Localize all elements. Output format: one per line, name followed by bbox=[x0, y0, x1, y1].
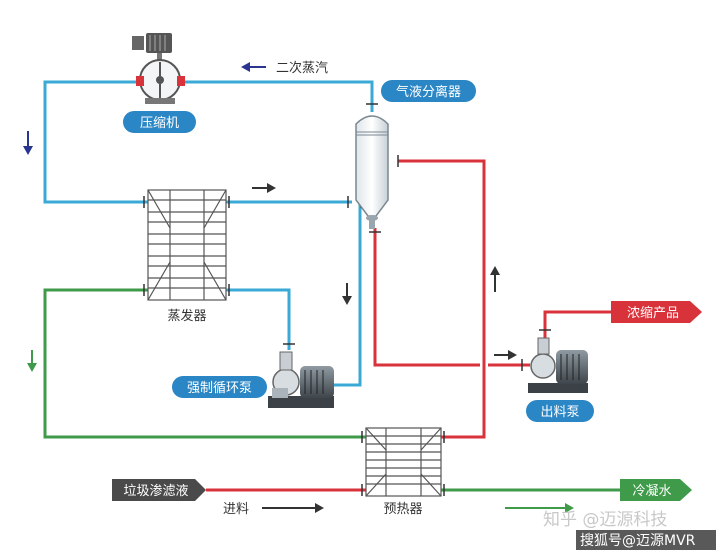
leachate-label: 垃圾渗滤液 bbox=[123, 484, 188, 499]
evaporator[interactable] bbox=[147, 189, 227, 301]
separator-label-pill: 气液分离器 bbox=[381, 80, 476, 102]
compressor-label-pill: 压缩机 bbox=[123, 111, 196, 133]
compressor[interactable] bbox=[132, 33, 185, 104]
gas-liquid-separator[interactable] bbox=[355, 115, 389, 229]
condensate-tag: 冷凝水 bbox=[620, 479, 692, 501]
discharge-pump[interactable] bbox=[528, 337, 588, 393]
feed-label: 进料 bbox=[223, 502, 249, 517]
circulation-pump[interactable] bbox=[268, 351, 334, 408]
separator-label: 气液分离器 bbox=[396, 84, 461, 100]
preheater-label: 预热器 bbox=[383, 502, 422, 517]
condensate-pipes bbox=[43, 288, 620, 492]
discharge-pump-label: 出料泵 bbox=[540, 405, 579, 420]
evaporator-label: 蒸发器 bbox=[167, 308, 206, 324]
watermark-top: 知乎 @迈源科技 bbox=[543, 510, 667, 530]
steam-pipes bbox=[43, 80, 374, 387]
concentrate-product-label: 浓缩产品 bbox=[627, 305, 679, 321]
hot-pipes bbox=[206, 159, 611, 492]
circulation-pump-label-pill: 强制循环泵 bbox=[172, 376, 267, 398]
secondary-steam-label: 二次蒸汽 bbox=[276, 60, 328, 76]
watermark-bottom: 搜狐号@迈源MVR bbox=[580, 533, 696, 549]
circulation-pump-label: 强制循环泵 bbox=[187, 381, 252, 396]
leachate-tag: 垃圾渗滤液 bbox=[112, 479, 206, 501]
flow-arrows bbox=[23, 62, 574, 513]
compressor-label: 压缩机 bbox=[140, 115, 179, 131]
concentrate-product-tag: 浓缩产品 bbox=[611, 301, 702, 323]
condensate-label: 冷凝水 bbox=[632, 483, 671, 499]
discharge-pump-label-pill: 出料泵 bbox=[526, 400, 594, 422]
preheater[interactable] bbox=[365, 427, 442, 497]
